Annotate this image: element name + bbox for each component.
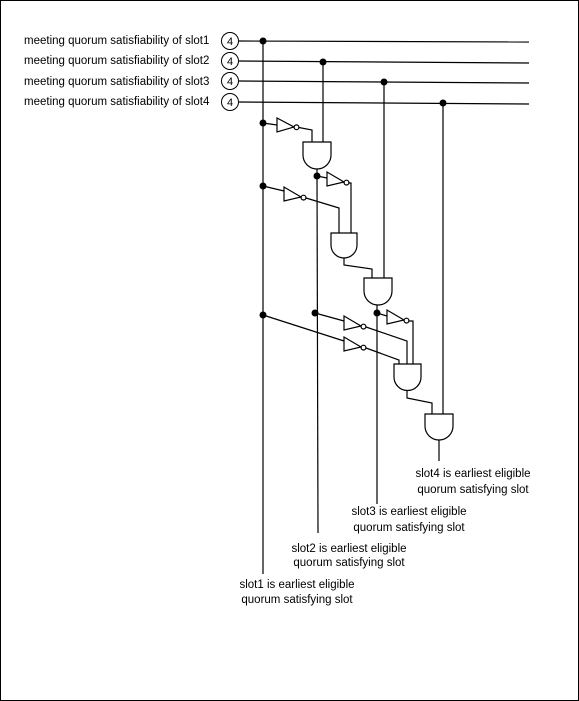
bus-width-badge-slot3: 4 — [221, 72, 239, 90]
not-gate-2-bubble — [343, 179, 350, 186]
and-gate-4 — [393, 363, 422, 392]
output-label-slot3-line1: slot3 is earliest eligible — [351, 506, 466, 518]
junction-dot — [259, 37, 267, 45]
and-gate-2 — [330, 232, 358, 259]
not-gate-6-bubble — [360, 344, 367, 351]
junction-dot — [439, 99, 447, 107]
wire-not5-in — [314, 312, 345, 322]
wire-not6-out — [365, 347, 400, 364]
wire-not4-out — [409, 320, 414, 364]
not-gate-4-bubble — [403, 317, 410, 324]
not-gate-3 — [283, 185, 303, 202]
junction-dot — [259, 311, 267, 319]
wire-not2-out — [349, 182, 352, 233]
not-gate-1 — [276, 117, 296, 133]
output-label-slot2-line1: slot2 is earliest eligible — [291, 543, 406, 555]
wire-not5-out — [365, 326, 408, 364]
wire-not6-in — [262, 314, 345, 342]
output-label-slot4-line2: quorum satisfying slot — [417, 484, 529, 496]
output-label-slot1-line1: slot1 is earliest eligible — [239, 579, 354, 591]
bus-width-badge-slot1: 4 — [221, 32, 239, 50]
not-gate-3-bubble — [300, 194, 307, 201]
not-gate-4 — [386, 308, 406, 325]
wire-and4-out — [406, 390, 433, 414]
junction-dot — [313, 172, 321, 180]
svg-text:4: 4 — [227, 76, 233, 88]
not-gate-5-bubble — [360, 323, 367, 330]
svg-text:4: 4 — [227, 97, 233, 109]
junction-dot — [259, 182, 267, 190]
input-bus-slot2 — [238, 60, 530, 64]
wire-not3-out — [305, 197, 340, 233]
output-label-slot2-line2: quorum satisfying slot — [293, 557, 405, 569]
and-gate-5 — [424, 413, 454, 441]
junction-dot — [319, 58, 327, 66]
not-gate-1-bubble — [293, 124, 300, 131]
wire-not1-out — [298, 126, 313, 142]
and-gate-3 — [363, 277, 393, 306]
slot2-output-wire — [316, 175, 319, 534]
and-gate-1 — [302, 141, 332, 170]
junction-dot — [311, 309, 319, 317]
output-label-slot3-line2: quorum satisfying slot — [353, 522, 465, 534]
bus-width-badge-slot4: 4 — [221, 93, 239, 111]
input-label-slot2: meeting quorum satisfiability of slot2 — [24, 55, 209, 67]
svg-text:4: 4 — [227, 36, 233, 48]
junction-dot — [373, 309, 381, 317]
wire-not3-in — [262, 185, 285, 192]
svg-text:4: 4 — [227, 56, 233, 68]
wire-and2-out — [343, 258, 373, 278]
not-gate-6 — [343, 335, 363, 352]
not-gate-5 — [343, 314, 363, 331]
bus-width-badge-slot2: 4 — [221, 52, 239, 70]
not-gate-2 — [326, 170, 346, 187]
junction-dot — [259, 119, 267, 127]
input-bus-slot1 — [238, 40, 530, 43]
junction-dot — [380, 78, 388, 86]
output-label-slot4-line1: slot4 is earliest eligible — [415, 468, 530, 480]
input-label-slot1: meeting quorum satisfiability of slot1 — [24, 35, 209, 47]
output-label-slot1-line2: quorum satisfying slot — [241, 594, 353, 606]
input-label-slot4: meeting quorum satisfiability of slot4 — [24, 96, 210, 108]
input-label-slot3: meeting quorum satisfiability of slot3 — [24, 76, 209, 88]
